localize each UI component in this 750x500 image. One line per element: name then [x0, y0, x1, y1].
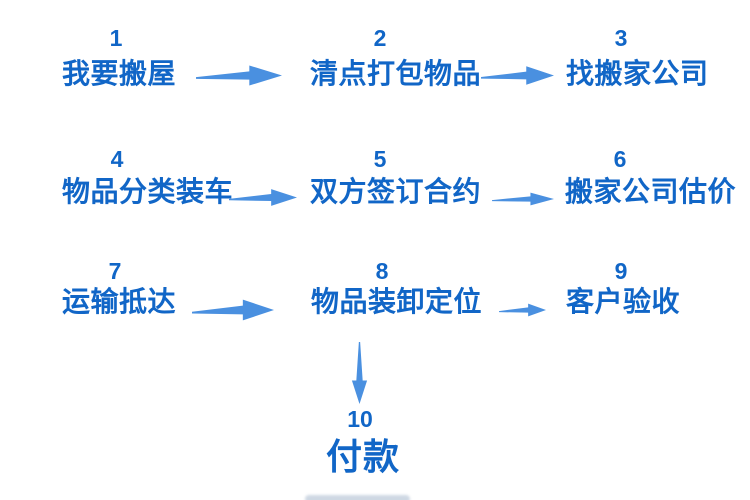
step-9-number: 9	[614, 258, 628, 284]
step-8-number: 8	[375, 258, 389, 284]
arrow-step2-to-step3-icon	[481, 66, 554, 85]
step-8-label: 物品装卸定位	[311, 286, 483, 317]
arrow-step1-to-step2-icon	[196, 65, 282, 86]
step-1-number: 1	[109, 25, 123, 51]
step-4-number: 4	[110, 146, 124, 172]
step-2-number: 2	[373, 25, 387, 51]
cutoff-content-bottom	[305, 495, 410, 500]
step-3-label: 找搬家公司	[566, 58, 709, 89]
step-5-label: 双方签订合约	[310, 176, 482, 207]
step-6-label: 搬家公司估价	[565, 176, 737, 207]
step-10-number: 10	[347, 406, 373, 432]
step-10-label: 付款	[325, 436, 400, 477]
arrow-step5-to-step6-icon	[492, 192, 554, 206]
arrow-step7-to-step8-icon	[192, 299, 274, 321]
step-5-number: 5	[373, 146, 387, 172]
arrow-step8-to-step10-icon	[351, 342, 368, 404]
step-1-label: 我要搬屋	[62, 58, 177, 89]
arrow-step4-to-step5-icon	[229, 189, 297, 206]
step-2-label: 清点打包物品	[310, 58, 482, 89]
step-7-label: 运输抵达	[62, 286, 177, 317]
step-9-label: 客户验收	[566, 286, 681, 317]
step-3-number: 3	[614, 25, 628, 51]
step-7-number: 7	[108, 258, 122, 284]
arrow-step8-to-step9-icon	[499, 303, 546, 317]
step-4-label: 物品分类装车	[62, 176, 234, 207]
step-6-number: 6	[613, 146, 627, 172]
